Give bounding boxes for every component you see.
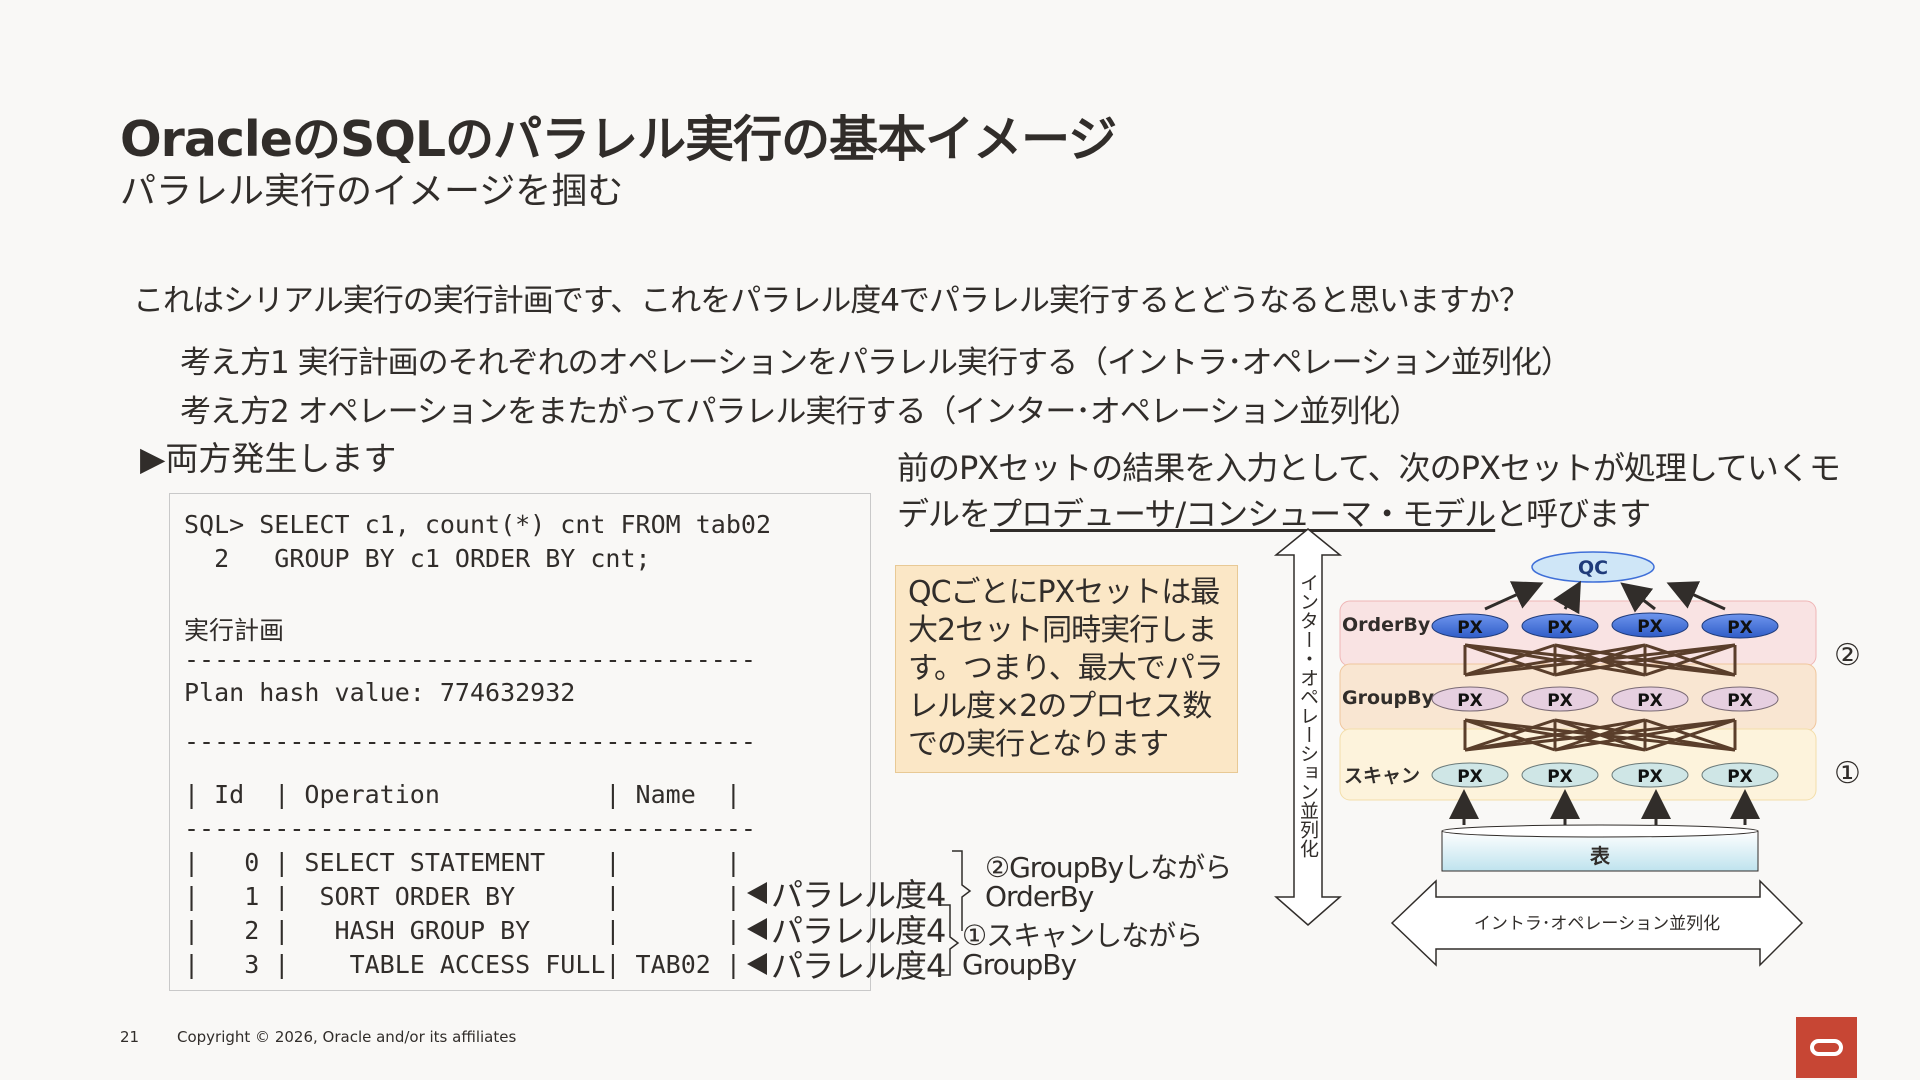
px-label: PX (1547, 618, 1573, 638)
px-node (1611, 762, 1689, 788)
both-occur: ▶両方発生します (140, 439, 397, 478)
plan-divider: -------------------------------------- (184, 727, 756, 756)
plan-divider: -------------------------------------- (184, 645, 756, 674)
parallel-degree-label: パラレル度4 (771, 876, 946, 914)
row-label-groupby: GroupBy (1342, 687, 1435, 709)
intro-question: これはシリアル実行の実行計画です、これをパラレル度4でパラレル実行するとどうなる… (133, 283, 1530, 319)
inter-operation-arrow (1273, 528, 1343, 926)
annotation-scan-groupby-1: ①スキャンしながら (962, 919, 1203, 952)
intra-operation-label: イントラ･オペレーション並列化 (1474, 914, 1720, 934)
slide-subtitle: パラレル実行のイメージを掴む (120, 171, 624, 212)
px-node (1701, 686, 1779, 712)
table-label: 表 (1590, 844, 1611, 868)
left-triangle-icon (747, 953, 767, 975)
px-node (1701, 762, 1779, 788)
oracle-logo (1796, 1017, 1857, 1078)
page-number: 21 (120, 1028, 140, 1046)
annotation-scan-groupby-2: GroupBy (962, 948, 1077, 981)
parallel-label-row-3: パラレル度4 (747, 941, 946, 987)
px-label: PX (1637, 617, 1663, 637)
px-label: PX (1727, 618, 1753, 638)
inter-operation-label: インター・オペレーション並列化 (1297, 573, 1319, 858)
px-node (1521, 613, 1599, 639)
intra-operation-arrow (1390, 879, 1804, 967)
idea-2: 考え方2 オペレーションをまたがってパラレル実行する（インター･オペレーション並… (180, 394, 1420, 430)
arrow-to-qc (1484, 581, 1544, 611)
px-node (1611, 612, 1689, 638)
parallel-degree-label: パラレル度4 (771, 912, 946, 950)
plan-row-2: | 2 | HASH GROUP BY | | (184, 916, 741, 945)
px-label: PX (1547, 691, 1573, 711)
bracket-orderby (952, 850, 972, 931)
marker-2: ② (1834, 638, 1861, 673)
px-label: PX (1637, 767, 1663, 787)
plan-sql-line-1: SQL> SELECT c1, count(*) cnt FROM tab02 (184, 510, 771, 539)
px-set-note: QCごとにPXセットは最大2セット同時実行します。つまり、最大でパラレル度×2の… (895, 565, 1238, 773)
desc-line-2-post: と呼びます (1495, 495, 1651, 533)
arrow-to-qc (1553, 580, 1581, 615)
desc-line-2: デルをプロデューサ/コンシューマ・モデルと呼びます (897, 491, 1847, 537)
parallel-degree-label: パラレル度4 (771, 947, 946, 985)
px-node (1431, 686, 1509, 712)
plan-hash-value: Plan hash value: 774632932 (184, 678, 576, 707)
slide-title: OracleのSQLのパラレル実行の基本イメージ (120, 111, 1117, 168)
px-scan-row: PX PX PX PX (1431, 762, 1779, 788)
bracket-lines (940, 850, 972, 976)
left-triangle-icon (747, 918, 767, 940)
px-groupby-row: PX PX PX PX (1431, 686, 1779, 712)
producer-consumer-term: プロデューサ/コンシューマ・モデル (990, 495, 1496, 533)
px-label: PX (1457, 767, 1483, 787)
arrow-to-qc (1666, 581, 1726, 611)
px-node (1611, 686, 1689, 712)
qc-node (1531, 551, 1655, 583)
px-label: PX (1457, 618, 1483, 638)
plan-sql-line-2: 2 GROUP BY c1 ORDER BY cnt; (184, 544, 651, 573)
plan-row-0: | 0 | SELECT STATEMENT | | (184, 848, 741, 877)
px-label: PX (1727, 691, 1753, 711)
annotation-groupby-orderby-2: OrderBy (985, 880, 1094, 913)
px-node (1431, 613, 1509, 639)
plan-heading: 実行計画 (184, 616, 285, 645)
plan-row-1: | 1 | SORT ORDER BY | | (184, 882, 741, 911)
producer-consumer-description: 前のPXセットの結果を入力として、次のPXセットが処理していくモ デルをプロデュ… (897, 445, 1847, 537)
plan-table-header: | Id | Operation | Name | (184, 780, 741, 809)
parallel-label-row-1: パラレル度4 (747, 870, 946, 916)
parallel-diagram: インター・オペレーション並列化 OrderBy GroupBy スキャン QC … (1273, 528, 1861, 967)
px-node (1521, 762, 1599, 788)
px-label: PX (1457, 691, 1483, 711)
table-cylinder (1441, 830, 1759, 872)
px-label: PX (1727, 767, 1753, 787)
oracle-ring-icon (1810, 1039, 1843, 1056)
px-node (1431, 762, 1509, 788)
marker-1: ① (1834, 756, 1861, 791)
execution-plan-box: SQL> SELECT c1, count(*) cnt FROM tab02 … (169, 493, 871, 991)
px-node (1701, 613, 1779, 639)
px-label: PX (1547, 767, 1573, 787)
desc-line-1: 前のPXセットの結果を入力として、次のPXセットが処理していくモ (897, 449, 1841, 487)
scan-to-groupby-arrows (1463, 718, 1737, 752)
px-node (1521, 686, 1599, 712)
table-cylinder-top (1441, 824, 1759, 838)
arrow-to-qc (1620, 582, 1656, 613)
annotation-groupby-orderby-1: ②GroupByしながら (985, 851, 1232, 884)
copyright: Copyright © 2026, Oracle and/or its affi… (177, 1028, 517, 1046)
table-to-scan-arrows (1449, 789, 1760, 825)
idea-1: 考え方1 実行計画のそれぞれのオペレーションをパラレル実行する（イントラ･オペレ… (180, 345, 1572, 381)
row-label-orderby: OrderBy (1342, 614, 1431, 636)
px-orderby-row: PX PX PX PX (1431, 612, 1779, 639)
desc-line-2-pre: デルを (897, 495, 991, 533)
groupby-to-orderby-arrows (1463, 643, 1737, 677)
qc-label: QC (1578, 557, 1608, 579)
px-label: PX (1637, 691, 1663, 711)
bracket-groupby (940, 904, 960, 976)
row-label-scan: スキャン (1344, 765, 1420, 787)
plan-divider: -------------------------------------- (184, 814, 756, 843)
plan-row-3: | 3 | TABLE ACCESS FULL| TAB02 | (184, 950, 741, 979)
parallel-label-row-2: パラレル度4 (747, 906, 946, 952)
left-triangle-icon (747, 882, 767, 904)
